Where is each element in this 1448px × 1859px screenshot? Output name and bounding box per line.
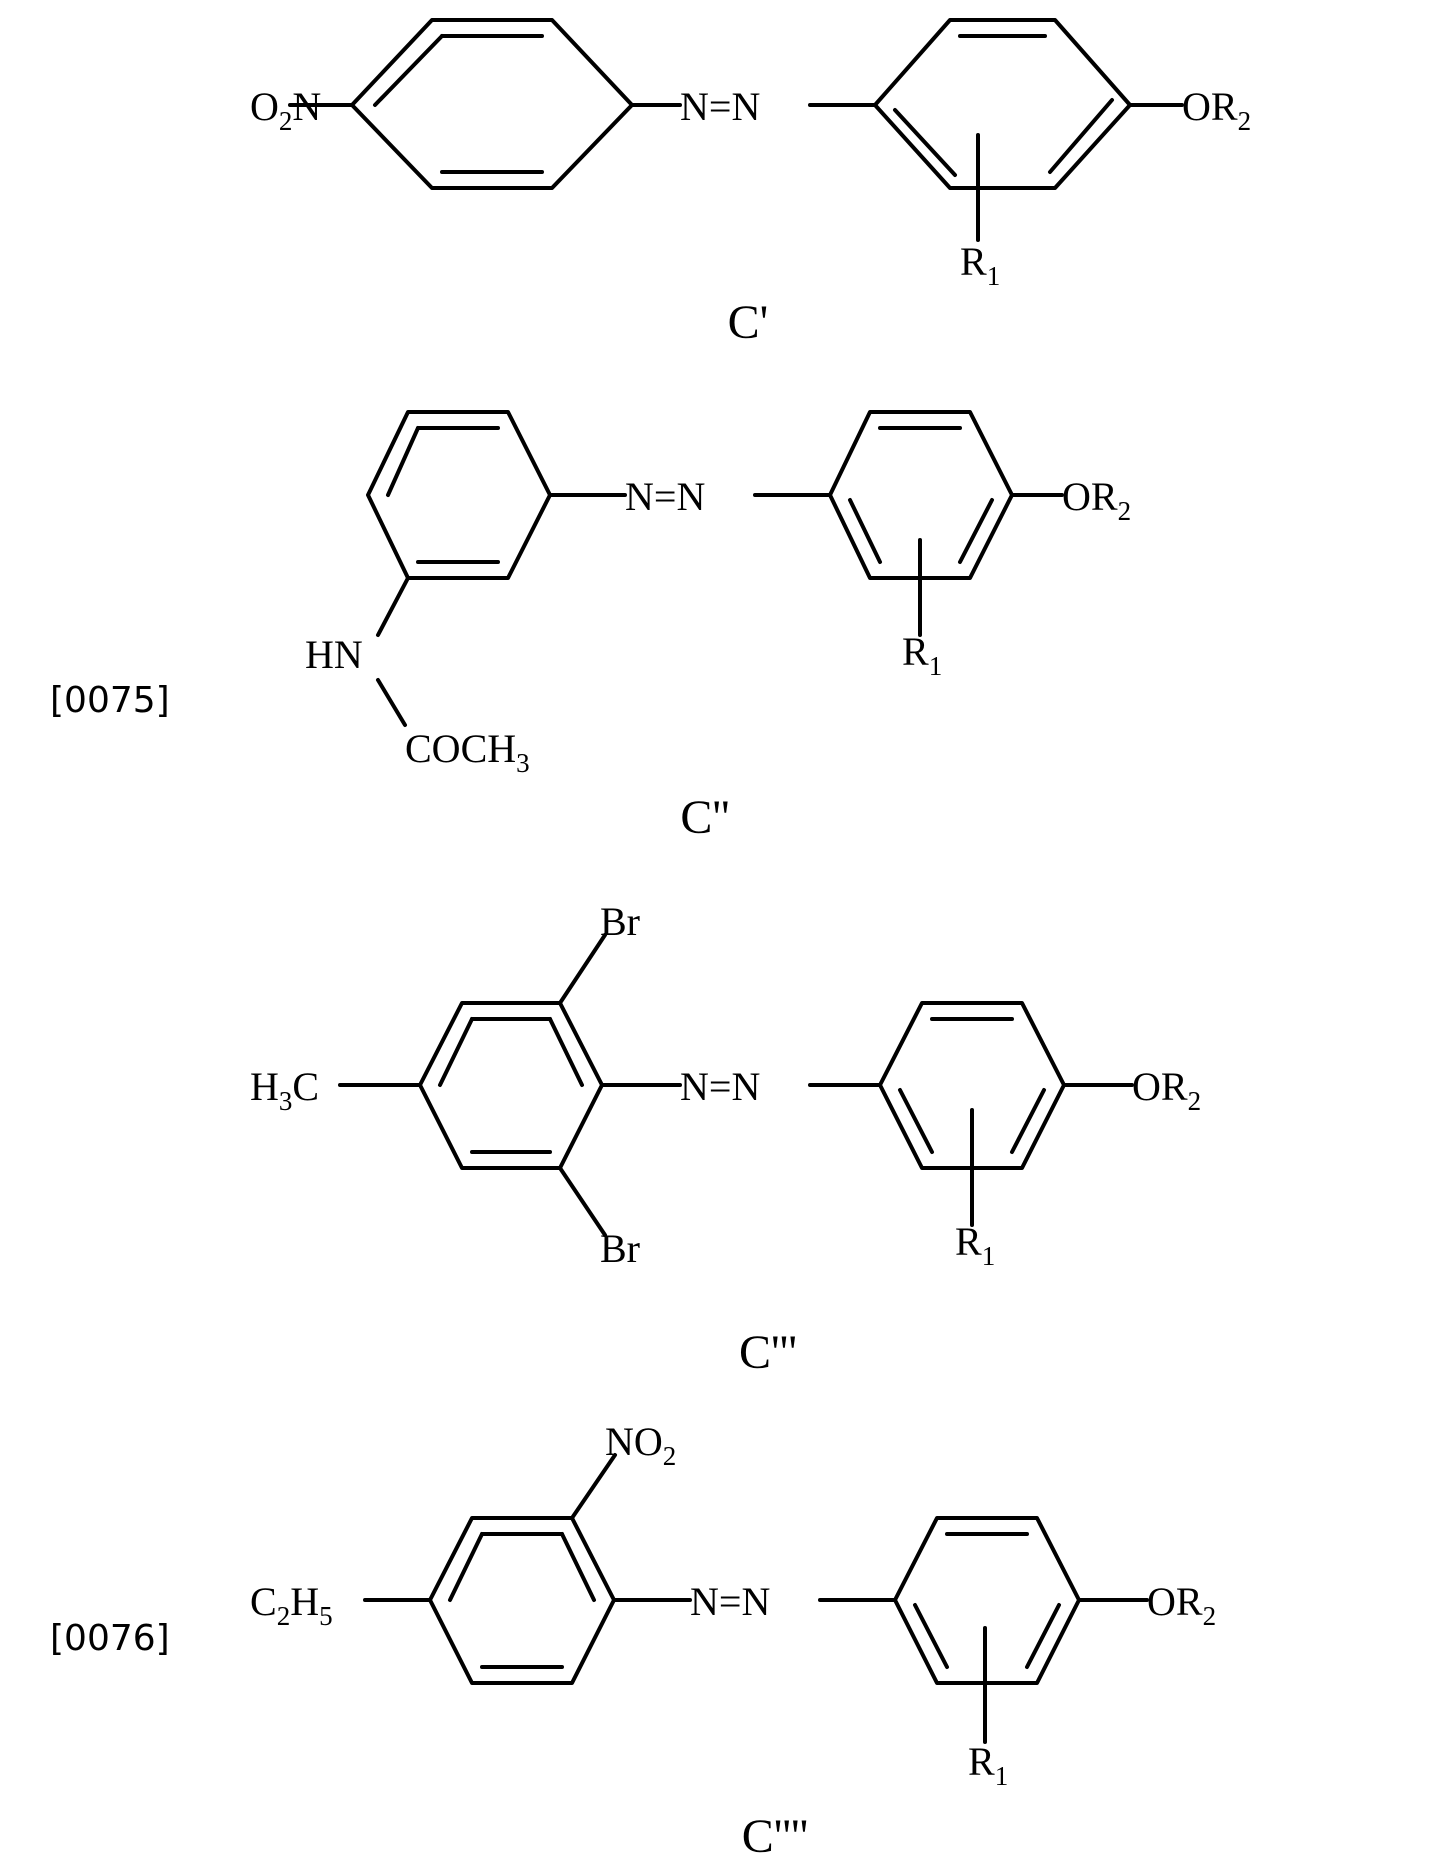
bromo-top-label: Br [600, 899, 640, 944]
bond-br-bottom [558, 1166, 607, 1237]
r1-substituent-label: R1 [968, 1739, 1008, 1791]
compound-caption: C''' [739, 1326, 797, 1379]
nitro-group-label: NO2 [605, 1419, 676, 1471]
benzene-ring-left [366, 410, 552, 580]
alkoxy-group-label: OR2 [1182, 84, 1251, 136]
bond-br-top [558, 933, 607, 1005]
compound-c-quadruple-prime: NO2 C2H5 N=N OR2 R1 C'''' [250, 1419, 1216, 1859]
bromo-bottom-label: Br [600, 1226, 640, 1271]
benzene-ring-left [418, 1001, 604, 1170]
benzene-ring-right [873, 18, 1132, 190]
ethyl-group-label: C2H5 [250, 1579, 333, 1631]
alkoxy-group-label: OR2 [1147, 1579, 1216, 1631]
r1-substituent-label: R1 [955, 1219, 995, 1271]
r1-substituent-label: R1 [902, 629, 942, 681]
azo-group-label: N=N [625, 474, 705, 519]
bond-amide-n [376, 576, 410, 637]
acetyl-group-label: COCH3 [405, 726, 530, 778]
amine-group-label: HN [305, 632, 363, 677]
benzene-ring-left [428, 1516, 616, 1685]
bond-nitro [570, 1453, 617, 1520]
compound-c-double-prime: HN COCH3 N=N OR2 R1 C'' [305, 410, 1131, 844]
nitro-group-label: O2N [250, 84, 321, 136]
compound-c-prime: O2N N=N OR2 R1 C' [250, 18, 1251, 349]
azo-group-label: N=N [680, 84, 760, 129]
compound-c-triple-prime: Br Br H3C N=N OR2 R1 C''' [250, 899, 1201, 1379]
compound-caption: C'' [680, 791, 729, 844]
alkoxy-group-label: OR2 [1062, 474, 1131, 526]
paragraph-marker-0075: [0075] [50, 680, 170, 721]
methyl-group-label: H3C [250, 1064, 319, 1116]
azo-group-label: N=N [690, 1579, 770, 1624]
benzene-ring-left [350, 18, 634, 190]
r1-substituent-label: R1 [960, 239, 1000, 291]
compound-caption: C' [728, 296, 769, 349]
alkoxy-group-label: OR2 [1132, 1064, 1201, 1116]
bond-amide-c [376, 678, 407, 727]
azo-group-label: N=N [680, 1064, 760, 1109]
paragraph-marker-0076: [0076] [50, 1618, 170, 1659]
compound-caption: C'''' [742, 1810, 809, 1859]
